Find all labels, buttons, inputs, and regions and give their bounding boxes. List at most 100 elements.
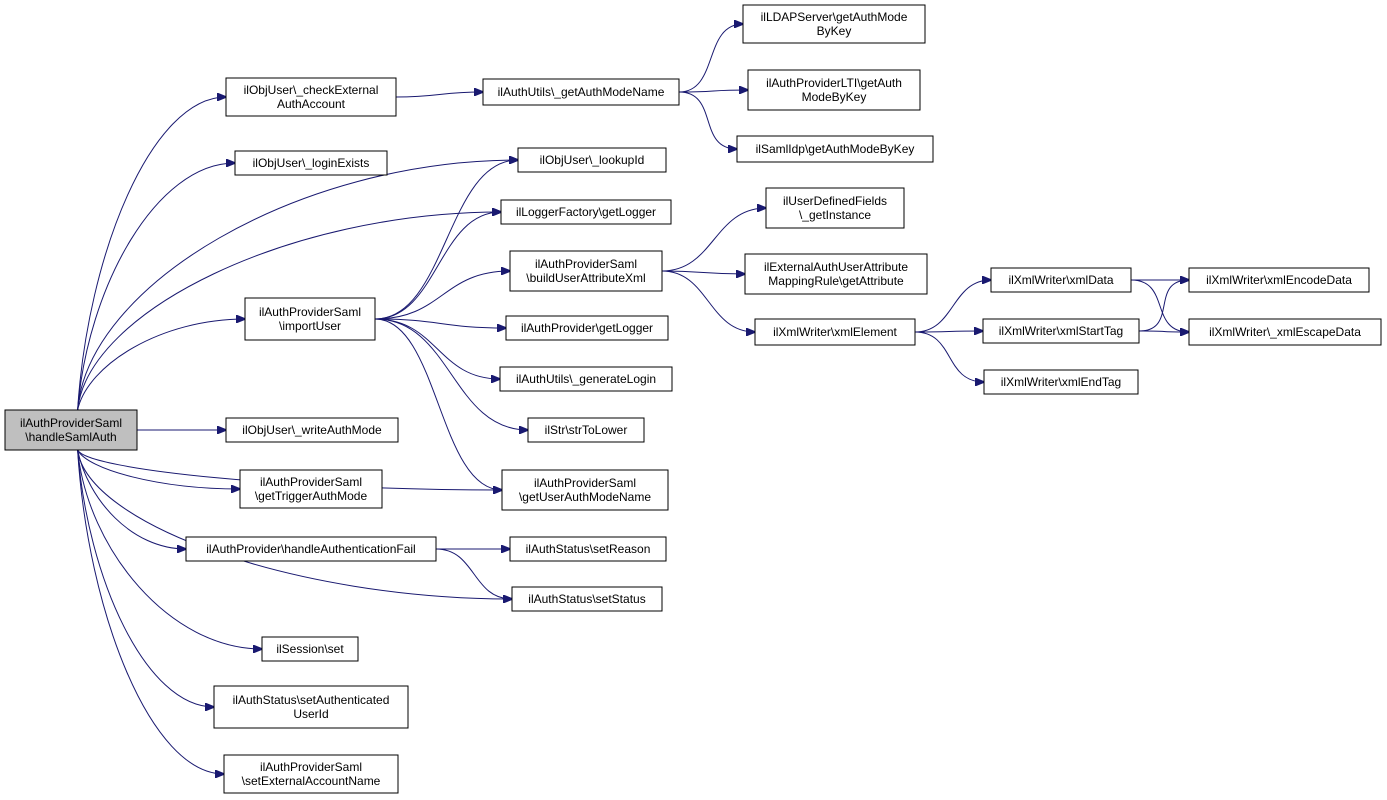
node-box[interactable] xyxy=(983,369,1139,395)
node-ilxmlwriter-xmlescapedata[interactable]: ilXmlWriter\_xmlEscapeData xyxy=(1188,318,1382,346)
node-box[interactable] xyxy=(500,199,672,225)
node-label-line: ilAuthProviderLTI\getAuth xyxy=(766,76,902,90)
node-box[interactable] xyxy=(505,315,669,341)
node-ilobjuser-writeauthmode[interactable]: ilObjUser\_writeAuthMode xyxy=(225,417,399,443)
node-label-line: ilExternalAuthUserAttribute xyxy=(764,260,908,274)
node-box[interactable] xyxy=(499,366,673,392)
node-ilauthprovidersaml-builduserattributexml[interactable]: ilAuthProviderSaml\buildUserAttributeXml xyxy=(509,250,663,292)
edge-n5-to-n20 xyxy=(374,318,500,379)
node-ilxmlwriter-xmldata[interactable]: ilXmlWriter\xmlData xyxy=(990,267,1132,293)
node-label-line: \getUserAuthModeName xyxy=(519,490,651,504)
edge-n0-to-n8 xyxy=(77,449,502,490)
node-box[interactable] xyxy=(754,318,916,346)
node-box[interactable] xyxy=(1188,318,1382,346)
node-label-line: ilAuthStatus\setAuthenticated xyxy=(233,693,390,707)
node-box[interactable] xyxy=(517,147,667,173)
node-box[interactable] xyxy=(744,253,928,295)
node-box[interactable] xyxy=(990,267,1132,293)
node-ilsamlidp-getauthmodebykey[interactable]: ilSamlIdp\getAuthModeByKey xyxy=(736,135,934,163)
edge-n26-to-n28 xyxy=(1138,280,1189,332)
node-ilxmlwriter-xmlelement[interactable]: ilXmlWriter\xmlElement xyxy=(754,318,916,346)
node-box[interactable] xyxy=(213,685,409,729)
node-ilauthprovidersaml-setexternalaccountname[interactable]: ilAuthProviderSaml\setExternalAccountNam… xyxy=(223,754,399,794)
node-ilauthstatus-setstatus[interactable]: ilAuthStatus\setStatus xyxy=(511,586,663,612)
node-ilxmlwriter-xmlendtag[interactable]: ilXmlWriter\xmlEndTag xyxy=(983,369,1139,395)
node-label-line: ilObjUser\_writeAuthMode xyxy=(242,423,382,437)
edge-n24-to-n26 xyxy=(914,331,983,332)
node-box[interactable] xyxy=(765,187,905,229)
edges-layer xyxy=(77,24,1189,774)
node-box[interactable] xyxy=(747,69,921,111)
node-ilobjuser-lookupid[interactable]: ilObjUser\_lookupId xyxy=(517,147,667,173)
node-box[interactable] xyxy=(4,409,138,451)
node-box[interactable] xyxy=(509,250,663,292)
edge-n0-to-n1 xyxy=(77,97,226,411)
node-box[interactable] xyxy=(982,318,1140,344)
edge-n26-to-n29 xyxy=(1138,331,1189,332)
node-label-line: ilAuthProviderSaml xyxy=(534,476,636,490)
node-illoggerfactory-getlogger[interactable]: ilLoggerFactory\getLogger xyxy=(500,199,672,225)
node-label-line: ilUserDefinedFields xyxy=(783,194,887,208)
node-ilauthprovider-getlogger[interactable]: ilAuthProvider\getLogger xyxy=(505,315,669,341)
node-ilauthprovider-handleauthenticationfail[interactable]: ilAuthProvider\handleAuthenticationFail xyxy=(185,536,437,562)
edge-n5-to-n3 xyxy=(374,160,518,320)
node-label-line: ilAuthProviderSaml xyxy=(535,257,637,271)
node-label-line: \handleSamlAuth xyxy=(25,430,116,444)
node-ilxmlwriter-xmlstarttag[interactable]: ilXmlWriter\xmlStartTag xyxy=(982,318,1140,344)
edge-n0-to-n9 xyxy=(77,449,186,549)
node-ilexternalauthuserattributemappingrule-getattribute[interactable]: ilExternalAuthUserAttributeMappingRule\g… xyxy=(744,253,928,295)
node-box[interactable] xyxy=(527,417,645,443)
node-box[interactable] xyxy=(511,586,663,612)
node-ilauthutils-generatelogin[interactable]: ilAuthUtils\_generateLogin xyxy=(499,366,673,392)
node-box[interactable] xyxy=(501,469,669,511)
node-box[interactable] xyxy=(482,78,680,106)
node-box[interactable] xyxy=(736,135,934,163)
node-box[interactable] xyxy=(244,297,376,341)
node-label-line: ilObjUser\_lookupId xyxy=(540,153,645,167)
node-box[interactable] xyxy=(223,754,399,794)
node-box[interactable] xyxy=(185,536,437,562)
node-ilstr-strtolower[interactable]: ilStr\strToLower xyxy=(527,417,645,443)
node-label-line: ByKey xyxy=(817,24,852,38)
node-iluserdefinedfields-getinstance[interactable]: ilUserDefinedFields\_getInstance xyxy=(765,187,905,229)
edge-n9-to-n10 xyxy=(435,548,512,599)
node-label-line: ilSession\set xyxy=(276,642,344,656)
node-ilauthstatus-setreason[interactable]: ilAuthStatus\setReason xyxy=(509,536,667,562)
node-ilauthprovidersaml-handlesamlauth[interactable]: ilAuthProviderSaml\handleSamlAuth xyxy=(4,409,138,451)
node-box[interactable] xyxy=(1188,267,1370,293)
node-label-line: ilLDAPServer\getAuthMode xyxy=(761,10,908,24)
node-box[interactable] xyxy=(225,417,399,443)
node-box[interactable] xyxy=(234,150,388,176)
node-ilauthproviderlti-getauthmodebykey[interactable]: ilAuthProviderLTI\getAuthModeByKey xyxy=(747,69,921,111)
node-illdapserver-getauthmodebykey[interactable]: ilLDAPServer\getAuthModeByKey xyxy=(742,4,926,44)
node-label-line: \_getInstance xyxy=(799,208,871,222)
node-box[interactable] xyxy=(742,4,926,44)
edge-n14-to-n16 xyxy=(678,90,748,92)
node-ilobjuser-loginexists[interactable]: ilObjUser\_loginExists xyxy=(234,150,388,176)
node-box[interactable] xyxy=(261,636,359,662)
edge-n24-to-n27 xyxy=(914,331,984,382)
node-label-line: ilAuthUtils\_generateLogin xyxy=(516,372,656,386)
node-ilauthutils-getauthmodename[interactable]: ilAuthUtils\_getAuthModeName xyxy=(482,78,680,106)
edge-n24-to-n25 xyxy=(914,280,991,333)
node-ilauthprovidersaml-gettriggerauthmode[interactable]: ilAuthProviderSaml\getTriggerAuthMode xyxy=(239,469,383,509)
node-label-line: ilAuthProviderSaml xyxy=(20,416,122,430)
edge-n14-to-n17 xyxy=(678,91,737,149)
node-label-line: ilAuthProvider\handleAuthenticationFail xyxy=(206,542,415,556)
edge-n0-to-n3 xyxy=(77,160,518,411)
edge-n5-to-n8 xyxy=(374,318,502,490)
edge-n0-to-n13 xyxy=(77,449,224,774)
edge-n1-to-n14 xyxy=(395,92,483,98)
node-ilxmlwriter-xmlencodedata[interactable]: ilXmlWriter\xmlEncodeData xyxy=(1188,267,1370,293)
node-ilauthprovidersaml-importuser[interactable]: ilAuthProviderSaml\importUser xyxy=(244,297,376,341)
edge-n5-to-n21 xyxy=(374,318,528,430)
node-box[interactable] xyxy=(225,77,397,117)
node-ilauthprovidersaml-getuserauthmodename[interactable]: ilAuthProviderSaml\getUserAuthModeName xyxy=(501,469,669,511)
node-box[interactable] xyxy=(239,469,383,509)
node-box[interactable] xyxy=(509,536,667,562)
node-label-line: ilAuthProviderSaml xyxy=(259,305,361,319)
node-ilsession-set[interactable]: ilSession\set xyxy=(261,636,359,662)
